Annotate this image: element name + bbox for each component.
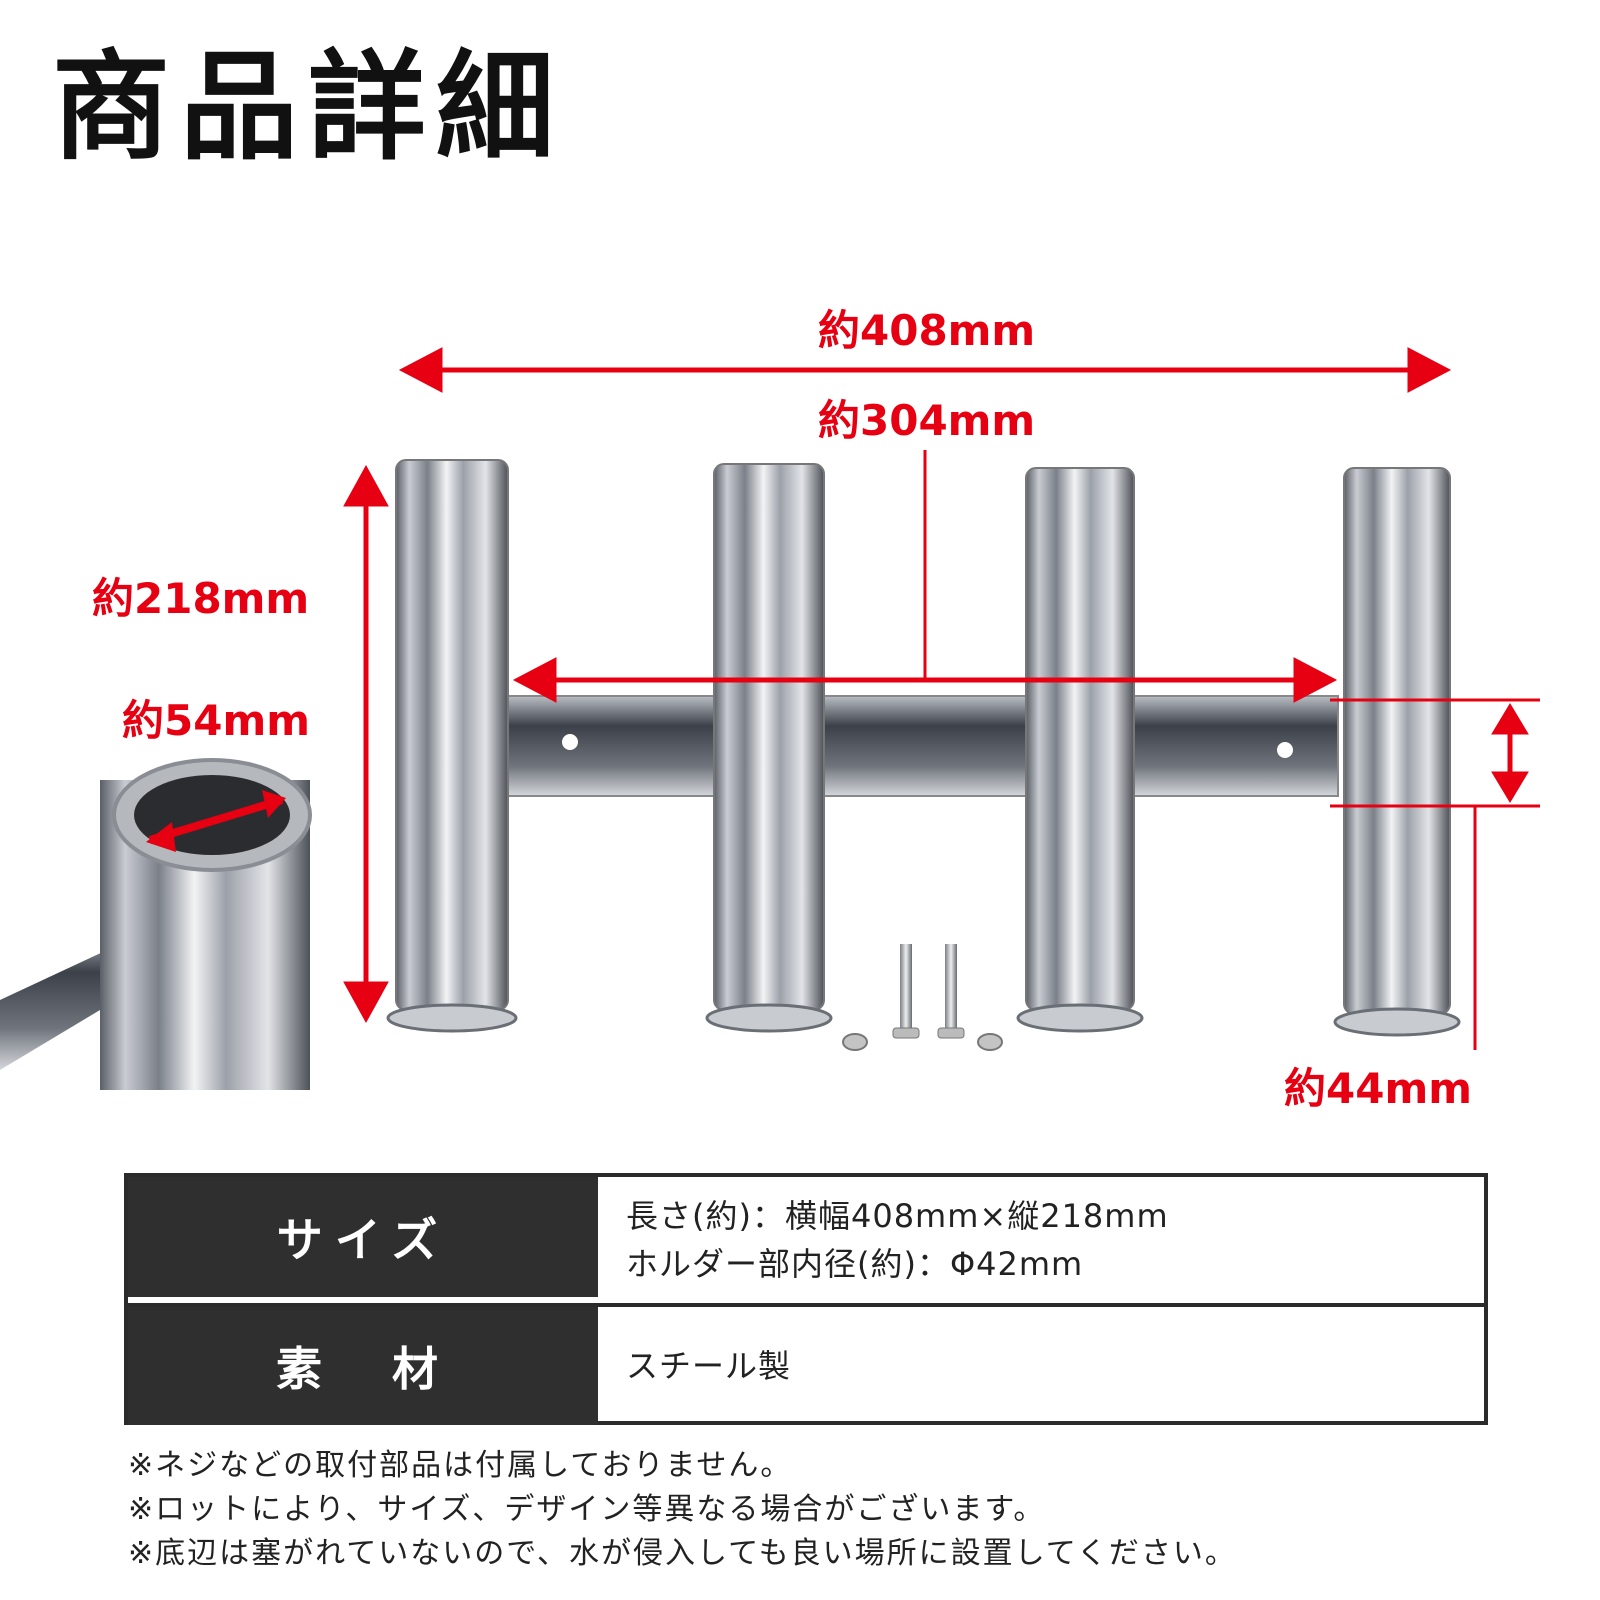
product-photo [0,347,1540,1090]
rod-tube-2 [705,463,833,1033]
spec-size-value: 長さ(約)：横幅408mm×縦218mm ホルダー部内径(約)：Φ42mm [598,1177,1484,1303]
dimension-lines [343,347,1540,1050]
dim-inner-diameter-label: 約54mm [122,696,310,745]
spec-row-size: サイズ 長さ(約)：横幅408mm×縦218mm ホルダー部内径(約)：Φ42m… [128,1177,1484,1307]
note-line: ※底辺は塞がれていないので、水が侵入しても良い場所に設置してください。 [128,1536,1237,1571]
spec-size-line: ホルダー部内径(約)：Φ42mm [626,1245,1084,1283]
page-title: 商品詳細 [52,38,565,176]
rod-tube-1 [386,459,518,1033]
closeup-inset [0,758,312,1090]
spec-material-header: 素 材 [128,1307,598,1425]
mounting-bar [507,695,1339,797]
bolts-and-nuts [842,944,1003,1051]
notes: ※ネジなどの取付部品は付属しておりません。 ※ロットにより、サイズ、デザイン等異… [128,1444,1237,1576]
spec-row-material: 素 材 スチール製 [128,1307,1484,1425]
spec-size-header: サイズ [128,1177,598,1303]
dim-height-label: 約218mm [92,574,310,623]
note-line: ※ロットにより、サイズ、デザイン等異なる場合がございます。 [128,1492,1046,1527]
note-line: ※ネジなどの取付部品は付属しておりません。 [128,1448,793,1483]
spec-size-line: 長さ(約)：横幅408mm×縦218mm [626,1197,1169,1235]
dim-bar-height-label: 約44mm [1284,1064,1472,1113]
rod-tube-4 [1333,467,1461,1037]
spec-table: サイズ 長さ(約)：横幅408mm×縦218mm ホルダー部内径(約)：Φ42m… [124,1173,1488,1425]
spec-material-value: スチール製 [626,1347,792,1385]
dim-width-inner-label: 約304mm [818,396,1036,445]
dim-width-total-label: 約408mm [818,306,1036,355]
rod-tube-3 [1016,467,1144,1033]
